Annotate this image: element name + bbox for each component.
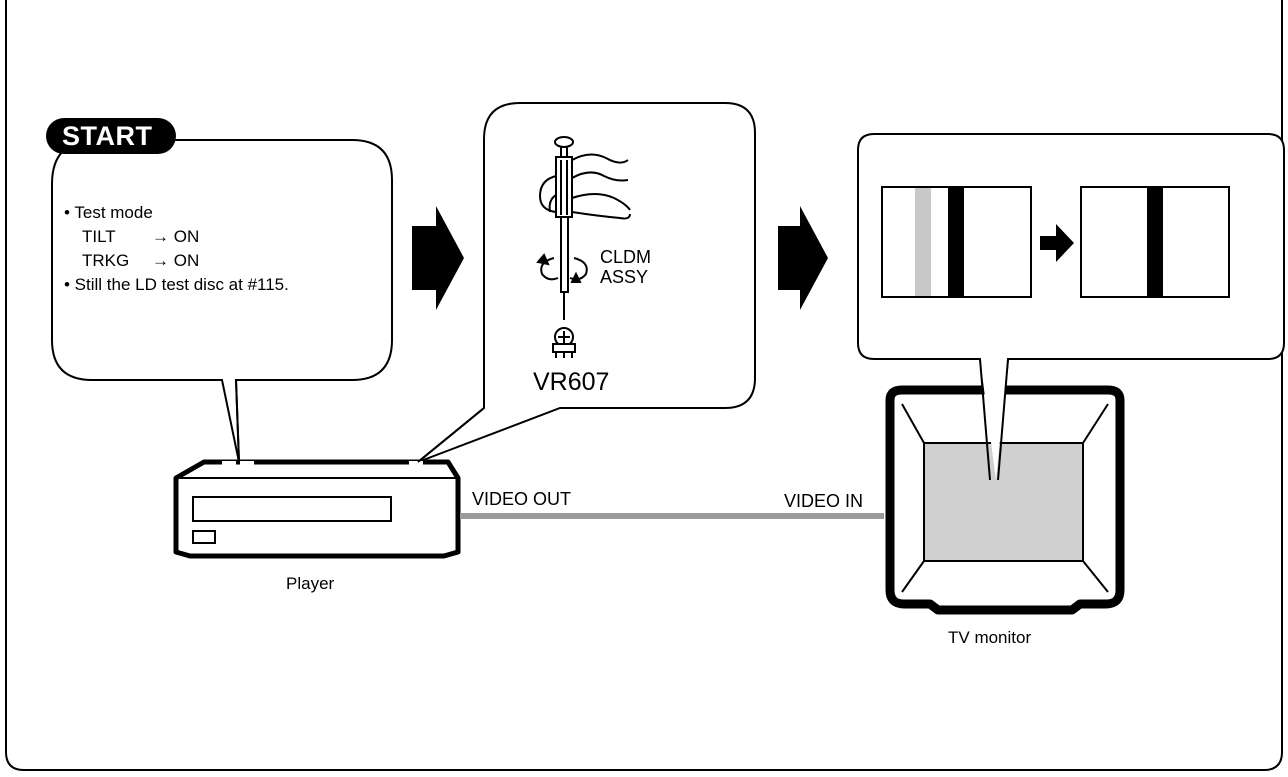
disc-tray [192,496,392,522]
outer-frame [5,0,1283,771]
video-out-label: VIDEO OUT [472,489,572,509]
potentiometer-icon [552,327,576,358]
arrow-right-icon [412,206,464,310]
pattern-bar-gray [915,188,931,296]
tv-screen [923,442,1084,562]
instruction-trkg-value: → ON [152,251,200,270]
rotate-icon [536,253,588,283]
instruction-tilt-value: → ON [152,227,200,246]
pattern-bar-black-after [1147,188,1163,296]
tv-monitor-icon [885,358,1125,615]
pattern-bar-black [948,188,964,296]
power-button [192,530,216,544]
screen-callout [857,133,1285,481]
arrow-right-icon [1040,224,1074,262]
instruction-tilt: TILT [82,227,116,246]
tv-monitor-label: TV monitor [948,628,1032,647]
vr607-label: VR607 [533,368,610,396]
cldm-label: CLDM [600,247,652,267]
player-icon [173,459,461,559]
instruction-trkg: TRKG [82,251,130,270]
start-badge [46,118,176,154]
adjustment-callout [417,102,756,463]
screwdriver-hand-icon [538,136,631,320]
start-label: START [62,121,153,151]
video-in-label: VIDEO IN [784,491,864,511]
instruction-still-disc: • Still the LD test disc at #115. [64,275,289,294]
arrow-right-icon [778,206,828,310]
instruction-test-mode: • Test mode [64,203,153,222]
assy-label: ASSY [600,267,649,287]
player-label: Player [286,574,335,593]
